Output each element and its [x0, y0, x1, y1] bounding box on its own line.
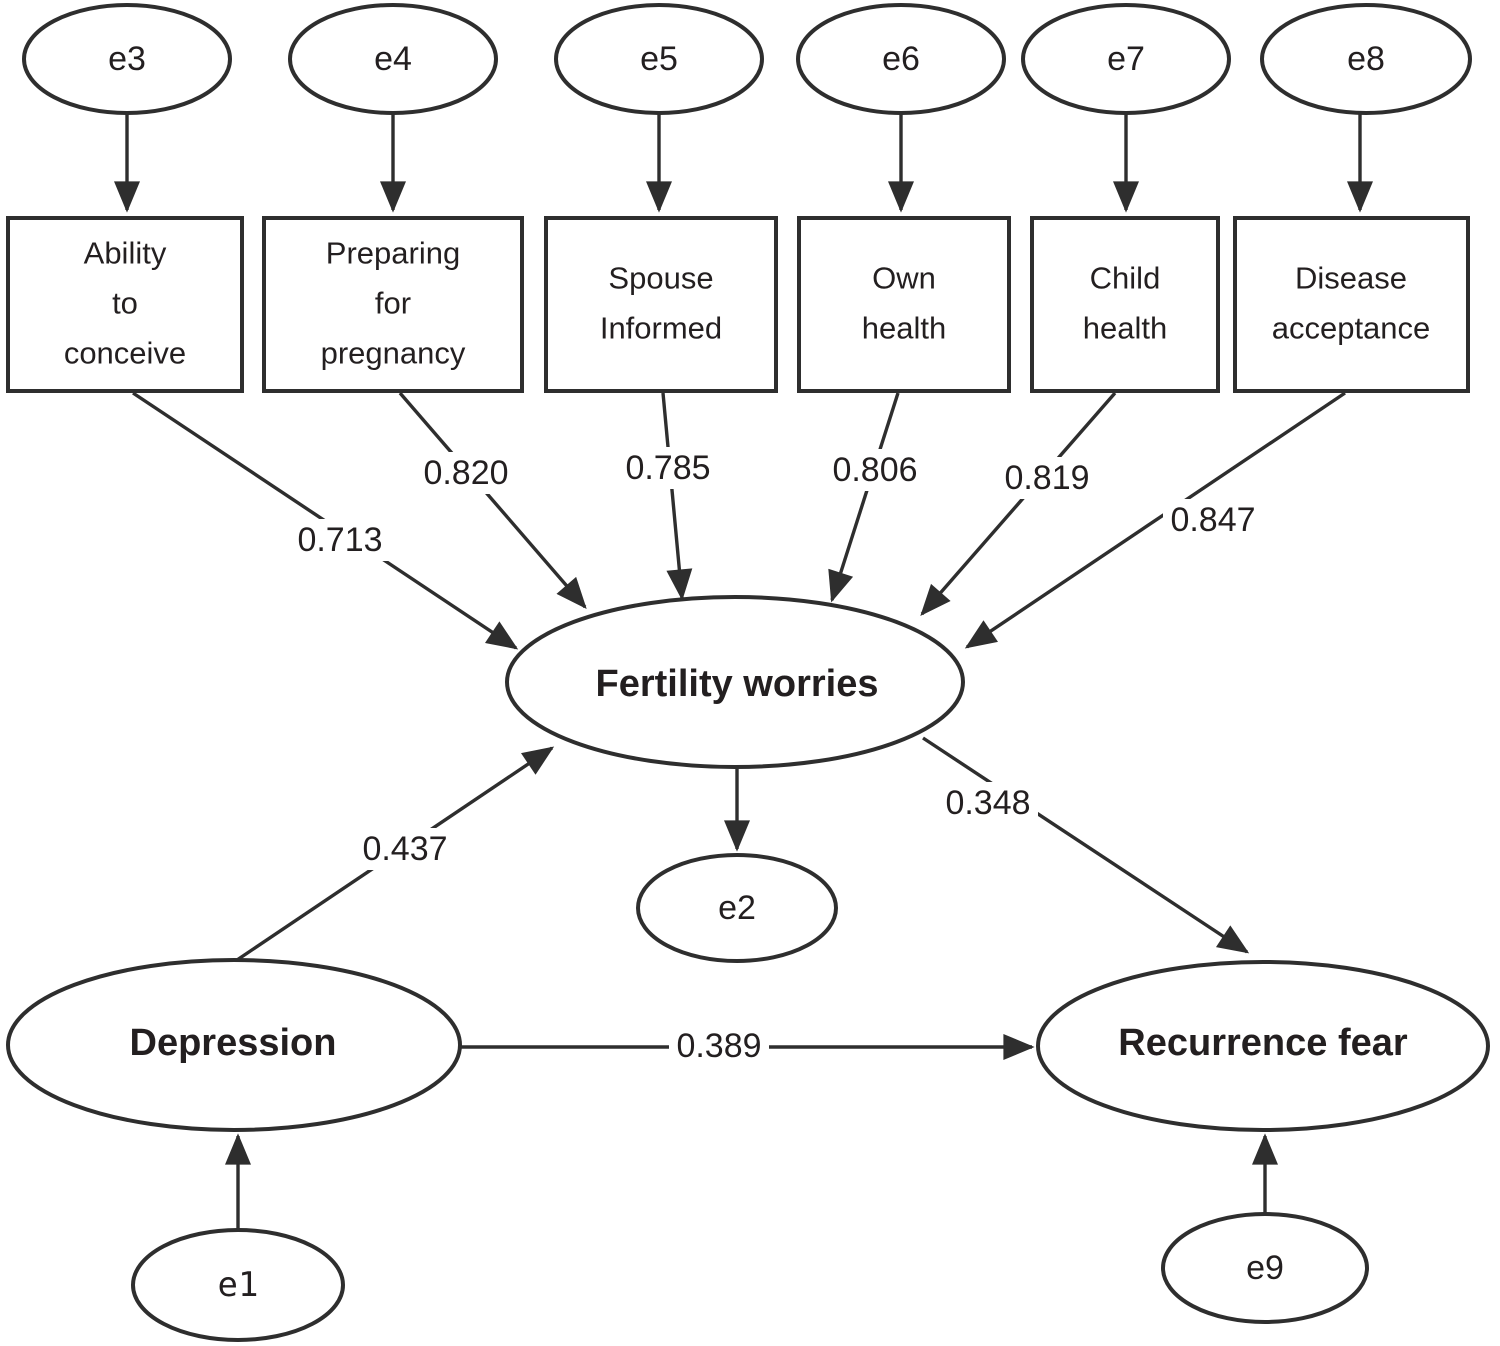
e7-label: e7 [1107, 40, 1145, 78]
arrow-child-health-to-fertility [920, 391, 1117, 616]
ability-line1: Ability [84, 236, 167, 271]
error-term-e5: e5 [554, 3, 764, 115]
arrow-own-health-to-fertility [828, 392, 900, 603]
path-0348-bg [938, 782, 1038, 824]
loading-0847: 0.847 [1163, 499, 1263, 541]
e8-label: e8 [1347, 40, 1385, 78]
spouse-box [544, 216, 778, 393]
path-0389-value: 0.389 [676, 1027, 761, 1065]
e7-ellipse [1021, 3, 1231, 115]
e1-ellipse [131, 1228, 345, 1342]
path-0437-bg [355, 828, 455, 870]
error-term-e9: e9 [1161, 1212, 1369, 1324]
indicator-ability-to-conceive: Ability to conceive [6, 216, 244, 393]
indicator-own-health: Own health [797, 216, 1011, 393]
e8-ellipse [1260, 3, 1472, 115]
error-term-e1: e1 [131, 1228, 345, 1342]
disease-acceptance-line2: acceptance [1272, 311, 1431, 346]
arrow-fertility-to-recurrence [922, 736, 1250, 954]
loading-0713-value: 0.713 [297, 521, 382, 559]
indicator-spouse-informed: Spouse Informed [544, 216, 778, 393]
preparing-line1: Preparing [326, 236, 460, 271]
depression-label: Depression [130, 1022, 337, 1064]
child-health-line1: Child [1090, 261, 1161, 296]
error-term-e4: e4 [288, 3, 498, 115]
e2-label: e2 [718, 889, 756, 927]
latent-recurrence-fear: Recurrence fear [1036, 960, 1490, 1132]
spouse-line1: Spouse [608, 261, 713, 296]
recurrence-fear-ellipse [1036, 960, 1490, 1132]
arrow-spouse-to-fertility [661, 392, 693, 601]
e9-ellipse [1161, 1212, 1369, 1324]
loading-0713-bg [290, 519, 390, 561]
e4-ellipse [288, 3, 498, 115]
loading-0819: 0.819 [997, 457, 1097, 499]
indicator-disease-acceptance: Disease acceptance [1233, 216, 1470, 393]
disease-acceptance-box [1233, 216, 1470, 393]
path-0389: 0.389 [669, 1025, 769, 1067]
error-term-e7: e7 [1021, 3, 1231, 115]
path-0437: 0.437 [355, 828, 455, 870]
disease-acceptance-line1: Disease [1295, 261, 1407, 296]
indicator-child-health: Child health [1030, 216, 1220, 393]
error-term-e2: e2 [636, 853, 838, 963]
loading-0785: 0.785 [618, 447, 718, 489]
preparing-line3: pregnancy [321, 336, 466, 371]
arrow-disease-acceptance-to-fertility [964, 391, 1346, 649]
loading-0820: 0.820 [416, 452, 516, 494]
own-health-line1: Own [872, 261, 936, 296]
spouse-line2: Informed [600, 311, 722, 346]
indicator-preparing-for-pregnancy: Preparing for pregnancy [262, 216, 524, 393]
e6-ellipse [796, 3, 1006, 115]
path-0348-value: 0.348 [945, 784, 1030, 822]
ability-line2: to [112, 286, 138, 321]
latent-fertility-worries: Fertility worries [505, 595, 965, 769]
loading-0819-value: 0.819 [1004, 459, 1089, 497]
ability-line3: conceive [64, 336, 186, 371]
path-0348: 0.348 [938, 782, 1038, 824]
fertility-worries-label: Fertility worries [596, 663, 879, 705]
loading-0713: 0.713 [290, 519, 390, 561]
recurrence-fear-label: Recurrence fear [1118, 1022, 1408, 1064]
loading-0820-bg [416, 452, 516, 494]
error-term-e6: e6 [796, 3, 1006, 115]
e2-ellipse [636, 853, 838, 963]
error-to-indicator-arrows [114, 113, 1373, 213]
own-health-line2: health [862, 311, 946, 346]
child-health-line2: health [1083, 311, 1167, 346]
e9-label: e9 [1246, 1249, 1284, 1287]
e5-label: e5 [640, 40, 678, 78]
depression-ellipse [6, 958, 462, 1132]
ability-box [6, 216, 244, 393]
e3-label: e3 [108, 40, 146, 78]
loading-0806-bg [825, 449, 925, 491]
preparing-line2: for [375, 286, 411, 321]
loading-0806: 0.806 [825, 449, 925, 491]
loading-0820-value: 0.820 [423, 454, 508, 492]
child-health-box [1030, 216, 1220, 393]
own-health-box [797, 216, 1011, 393]
loading-0785-bg [618, 447, 718, 489]
preparing-box [262, 216, 524, 393]
loading-0847-value: 0.847 [1170, 501, 1255, 539]
error-term-e8: e8 [1260, 3, 1472, 115]
e4-label: e4 [374, 40, 412, 78]
error-term-e3: e3 [22, 3, 232, 115]
e5-ellipse [554, 3, 764, 115]
loading-0847-bg [1163, 499, 1263, 541]
e3-ellipse [22, 3, 232, 115]
path-0437-value: 0.437 [362, 830, 447, 868]
loading-0819-bg [997, 457, 1097, 499]
loading-0785-value: 0.785 [625, 449, 710, 487]
path-0389-bg [669, 1025, 769, 1067]
fertility-worries-ellipse [505, 595, 965, 769]
latent-depression: Depression [6, 958, 462, 1132]
arrow-preparing-to-fertility [398, 391, 587, 609]
loading-0806-value: 0.806 [832, 451, 917, 489]
e6-label: e6 [882, 40, 920, 78]
e1-label: e1 [218, 1265, 259, 1305]
